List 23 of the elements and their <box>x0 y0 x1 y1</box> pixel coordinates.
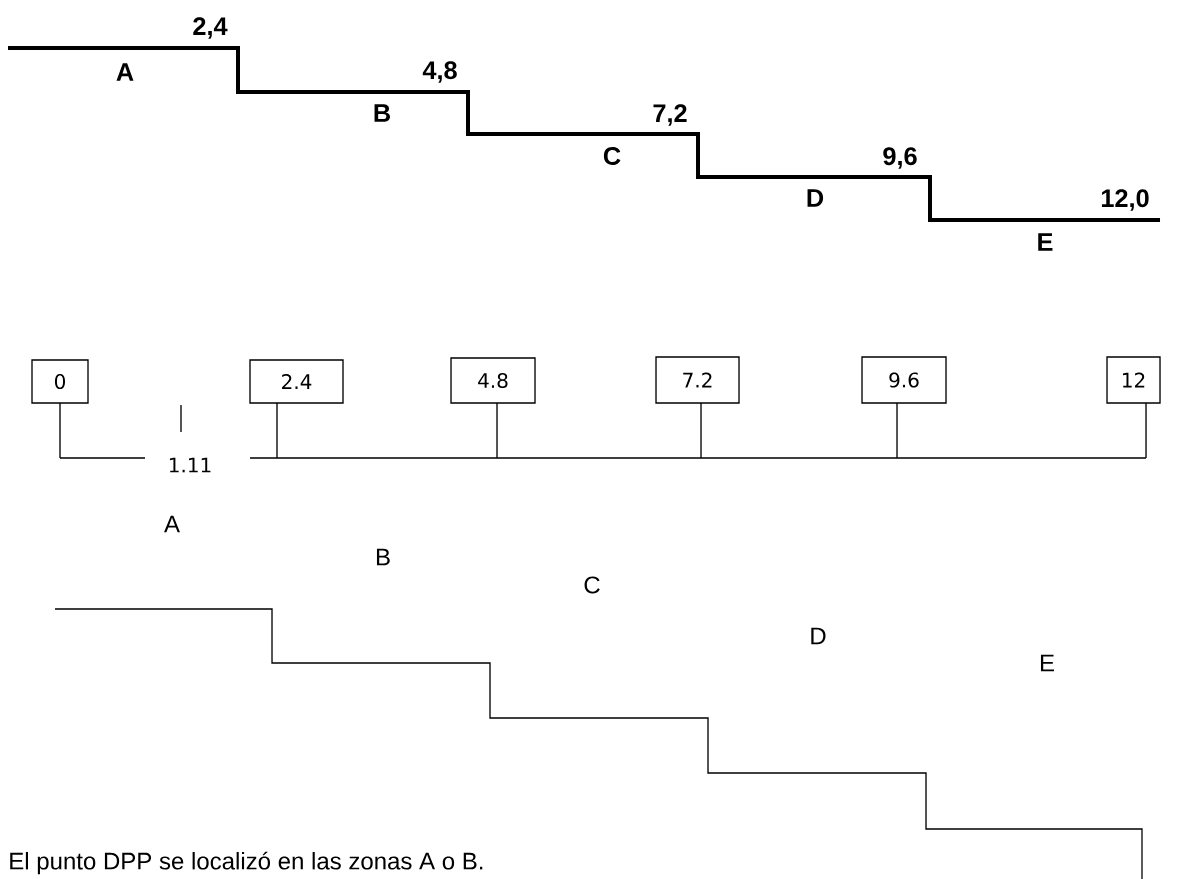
value-label: 12,0 <box>1101 189 1149 211</box>
zone-letter: B <box>376 548 390 566</box>
value-box: 12 <box>1106 356 1161 404</box>
value-box: 0 <box>31 359 89 404</box>
zone-letter: E <box>1040 654 1054 672</box>
value-box: 2.4 <box>249 359 344 404</box>
zone-letter: A <box>164 515 180 533</box>
value-label: 1.11 <box>169 457 211 473</box>
value-box: 4.8 <box>450 357 536 404</box>
value-box: 7.2 <box>655 356 740 404</box>
zone-letter: D <box>811 627 826 645</box>
value-label: 9,6 <box>883 147 917 169</box>
value-label: 7,2 <box>653 104 687 126</box>
value-label: 4,8 <box>422 61 457 83</box>
value-box: 9.6 <box>861 356 947 404</box>
value-label: E <box>1038 233 1053 251</box>
value-label: C <box>603 147 621 165</box>
note-text: El punto DPP se localizó en las zonas A o B. <box>10 851 483 875</box>
zone-letter: C <box>584 576 600 594</box>
value-label: A <box>116 63 134 81</box>
value-label: D <box>807 189 824 207</box>
value-label: 2,4 <box>193 17 228 39</box>
value-label: B <box>374 104 390 122</box>
